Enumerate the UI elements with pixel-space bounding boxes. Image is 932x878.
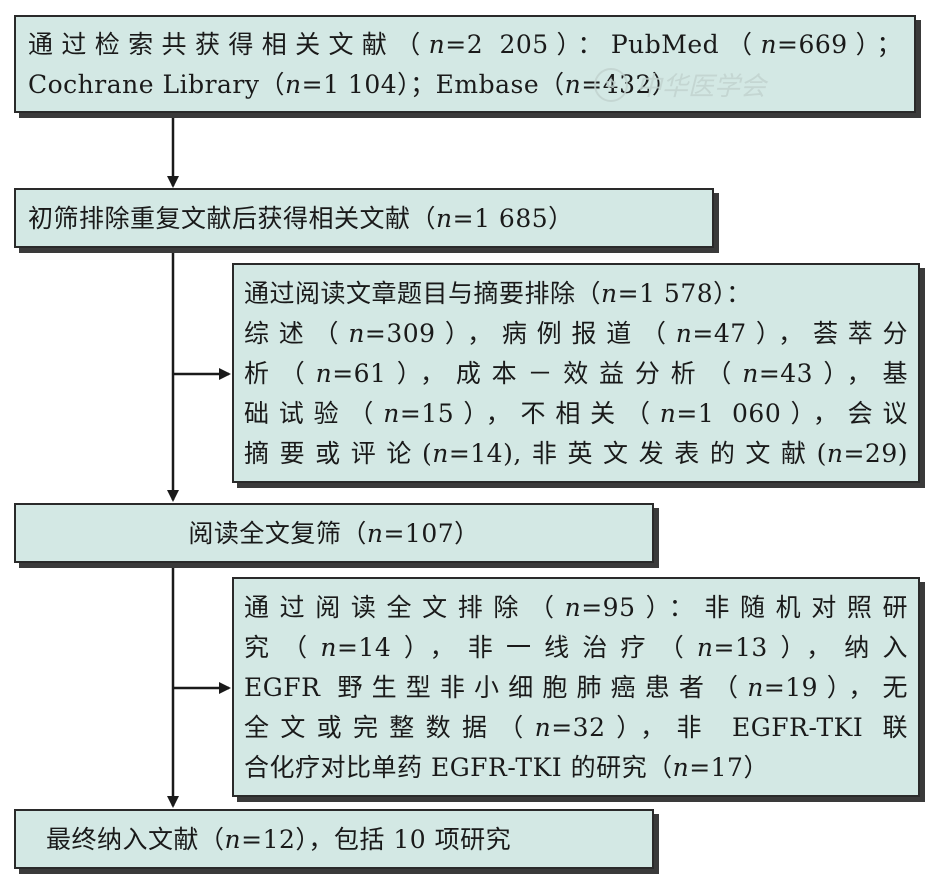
exclusion-2-line-5: 合化疗对比单药 EGFR-TKI 的研究（n=17） (244, 753, 769, 782)
exclusion-1-line-5: 摘要或评论(n=14),非英文发表的文献(n=29) (244, 439, 908, 468)
fulltext-review-box: 阅读全文复筛（n=107） (14, 503, 654, 563)
exclusion-2-line-1: 通过阅读全文排除（n=95）：非随机对照研 (244, 593, 908, 622)
identification-line-2: Cochrane Library（n=1 104）；Embase（n=432） (28, 70, 678, 99)
identification-box: 通过检索共获得相关文献（n=2 205）：PubMed（n=669）； Coch… (14, 15, 916, 113)
exclusion-1-line-3: 析（n=61），成本－效益分析（n=43），基 (244, 359, 908, 388)
exclusion-2-line-3: EGFR 野生型非小细胞肺癌患者（n=19），无 (244, 673, 908, 702)
exclusion-2-line-4: 全文或完整数据（n=32），非 EGFR-TKI 联 (244, 713, 908, 742)
exclusion-1-line-4: 础试验（n=15），不相关（n=1 060），会议 (244, 399, 908, 428)
screening-text: 初筛排除重复文献后获得相关文献（n=1 685） (28, 204, 574, 233)
included-text: 最终纳入文献（n=12），包括 10 项研究 (46, 825, 512, 854)
screening-box: 初筛排除重复文献后获得相关文献（n=1 685） (14, 188, 714, 248)
exclusion-box-2: 通过阅读全文排除（n=95）：非随机对照研 究（n=14），非一线治疗（n=13… (232, 577, 920, 797)
exclusion-1-line-2: 综述（n=309），病例报道（n=47），荟萃分 (244, 319, 908, 348)
exclusion-1-line-1: 通过阅读文章题目与摘要排除（n=1 578）： (244, 279, 752, 308)
exclusion-box-1: 通过阅读文章题目与摘要排除（n=1 578）： 综述（n=309），病例报道（n… (232, 263, 920, 483)
exclusion-2-line-2: 究（n=14），非一线治疗（n=13），纳入 (244, 633, 908, 662)
fulltext-review-text: 阅读全文复筛（n=107） (188, 519, 480, 548)
identification-line-1: 通过检索共获得相关文献（n=2 205）：PubMed（n=669）； (28, 30, 902, 59)
included-box: 最终纳入文献（n=12），包括 10 项研究 (14, 809, 654, 869)
